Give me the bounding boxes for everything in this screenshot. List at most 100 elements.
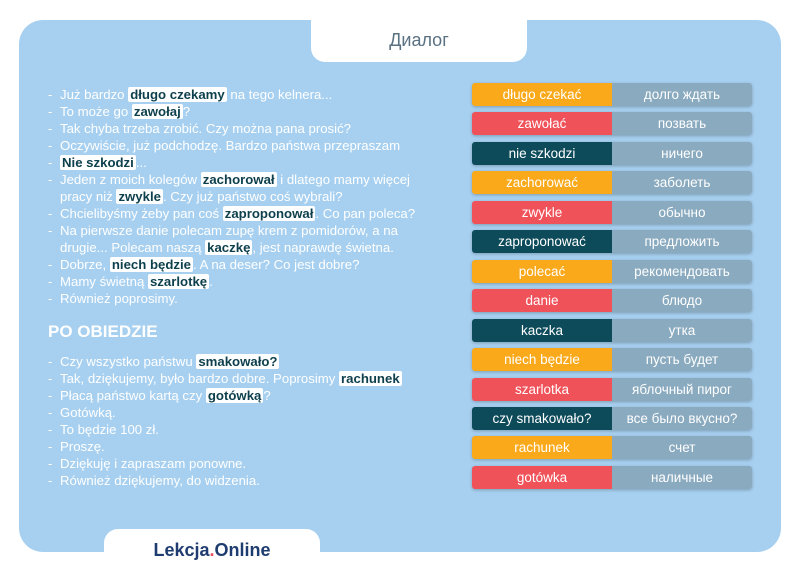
line-text: ? xyxy=(263,388,271,403)
highlighted-phrase: długo czekamy xyxy=(128,87,227,102)
line-text: i dlatego mamy więcej xyxy=(276,172,410,187)
vocab-polish: rachunek xyxy=(472,436,612,459)
dialog-before-lunch: -Już bardzo długo czekamy na tego kelner… xyxy=(48,86,415,307)
vocab-polish: długo czekać xyxy=(472,83,612,106)
dialog-line: -Na pierwsze danie polecam zupę krem z p… xyxy=(48,222,415,256)
bullet-dash: - xyxy=(48,439,53,454)
bullet-dash: - xyxy=(48,257,53,272)
line-text: Tak, dziękujemy, było bardzo dobre. Popr… xyxy=(60,371,340,386)
bullet-dash: - xyxy=(48,405,53,420)
line-text: na tego kelnera... xyxy=(226,87,333,102)
highlighted-phrase: rachunek xyxy=(339,371,402,386)
line-text: Dziękuję i zapraszam ponowne. xyxy=(60,456,247,471)
bullet-dash: - xyxy=(48,274,53,289)
highlighted-phrase: kaczkę xyxy=(205,240,253,255)
vocab-russian: долго ждать xyxy=(612,83,752,106)
logo-dot: . xyxy=(209,540,215,560)
vocab-polish: polecać xyxy=(472,260,612,283)
dialog-line: -Mamy świetną szarlotkę. xyxy=(48,273,415,290)
line-text: . Czy już państwo coś wybrali? xyxy=(162,189,343,204)
highlighted-phrase: smakowało? xyxy=(196,354,280,369)
bullet-dash: - xyxy=(48,456,53,471)
logo-text-end: nline xyxy=(228,540,271,560)
dialog-line: -Również poprosimy. xyxy=(48,290,415,307)
vocab-russian: позвать xyxy=(612,112,752,135)
line-text: , jest naprawdę świetna. xyxy=(252,240,394,255)
vocab-row: czy smakowało?все было вкусно? xyxy=(472,407,752,430)
bullet-dash: - xyxy=(48,172,53,187)
vocab-russian: все было вкусно? xyxy=(612,407,752,430)
vocab-russian: предложить xyxy=(612,230,752,253)
line-text: Gotówką. xyxy=(60,405,116,420)
line-text: Dobrze, xyxy=(60,257,110,272)
dialog-line: -Dziękuję i zapraszam ponowne. xyxy=(48,455,402,472)
line-text: Płacą państwo kartą czy xyxy=(60,388,206,403)
bullet-dash: - xyxy=(48,206,53,221)
dialog-line: -Tak, dziękujemy, było bardzo dobre. Pop… xyxy=(48,370,402,387)
line-text: pracy niż xyxy=(60,189,117,204)
section-heading: PO OBIEDZIE xyxy=(48,322,158,341)
line-text: To będzie 100 zł. xyxy=(60,422,159,437)
highlighted-phrase: zwykle xyxy=(116,189,163,204)
brand-logo: Lekcja.Online xyxy=(104,529,320,572)
dialog-line: -Dobrze, niech będzie. A na deser? Co je… xyxy=(48,256,415,273)
dialog-line: -Płacą państwo kartą czy gotówką? xyxy=(48,387,402,404)
vocab-russian: яблочный пирог xyxy=(612,378,752,401)
dialog-line-continuation: pracy niż zwykle. Czy już państwo coś wy… xyxy=(60,188,415,205)
line-text: Oczywiście, już podchodzę. Bardzo państw… xyxy=(60,138,401,153)
vocab-russian: наличные xyxy=(612,466,752,489)
bullet-dash: - xyxy=(48,138,53,153)
dialog-line: -Oczywiście, już podchodzę. Bardzo państ… xyxy=(48,137,415,154)
line-text: Również poprosimy. xyxy=(60,291,178,306)
line-text: Na pierwsze danie polecam zupę krem z po… xyxy=(60,223,398,238)
line-text: ? xyxy=(182,104,191,119)
highlighted-phrase: zawołaj xyxy=(131,104,183,119)
line-text: . xyxy=(209,274,213,289)
bullet-dash: - xyxy=(48,121,53,136)
line-text: . A na deser? Co jest dobre? xyxy=(193,257,360,272)
dialog-line: -Również dziękujemy, do widzenia. xyxy=(48,472,402,489)
bullet-dash: - xyxy=(48,155,53,170)
line-text: . Co pan poleca? xyxy=(315,206,416,221)
bullet-dash: - xyxy=(48,104,53,119)
bullet-dash: - xyxy=(48,422,53,437)
vocab-polish: niech będzie xyxy=(472,348,612,371)
vocab-polish: nie szkodzi xyxy=(472,142,612,165)
page-title-tab: Диалог xyxy=(311,20,527,62)
dialog-line-continuation: drugie... Polecam naszą kaczkę, jest nap… xyxy=(60,239,415,256)
vocab-russian: утка xyxy=(612,319,752,342)
vocab-polish: szarlotka xyxy=(472,378,612,401)
dialog-line: -Gotówką. xyxy=(48,404,402,421)
line-text: Również dziękujemy, do widzenia. xyxy=(60,473,260,488)
line-text: Chcielibyśmy żeby pan coś xyxy=(60,206,223,221)
line-text: ... xyxy=(135,155,147,170)
line-text: Tak chyba trzeba zrobić. Czy można pana … xyxy=(60,121,351,136)
dialog-line: -To będzie 100 zł. xyxy=(48,421,402,438)
line-text: Jeden z moich kolegów xyxy=(60,172,201,187)
dialog-line: -Czy wszystko państwu smakowało? xyxy=(48,353,402,370)
line-text: Mamy świetną xyxy=(60,274,148,289)
bullet-dash: - xyxy=(48,388,53,403)
dialog-line: -To może go zawołaj? xyxy=(48,103,415,120)
bullet-dash: - xyxy=(48,291,53,306)
vocab-polish: zachorować xyxy=(472,171,612,194)
bullet-dash: - xyxy=(48,473,53,488)
bullet-dash: - xyxy=(48,87,53,102)
line-text: drugie... Polecam naszą xyxy=(60,240,206,255)
vocab-russian: ничего xyxy=(612,142,752,165)
highlighted-phrase: Nie szkodzi xyxy=(60,155,136,170)
dialog-line: -Chcielibyśmy żeby pan coś zaproponował.… xyxy=(48,205,415,222)
vocab-russian: блюдо xyxy=(612,289,752,312)
dialog-line: -Już bardzo długo czekamy na tego kelner… xyxy=(48,86,415,103)
dialog-line: -Nie szkodzi... xyxy=(48,154,415,171)
